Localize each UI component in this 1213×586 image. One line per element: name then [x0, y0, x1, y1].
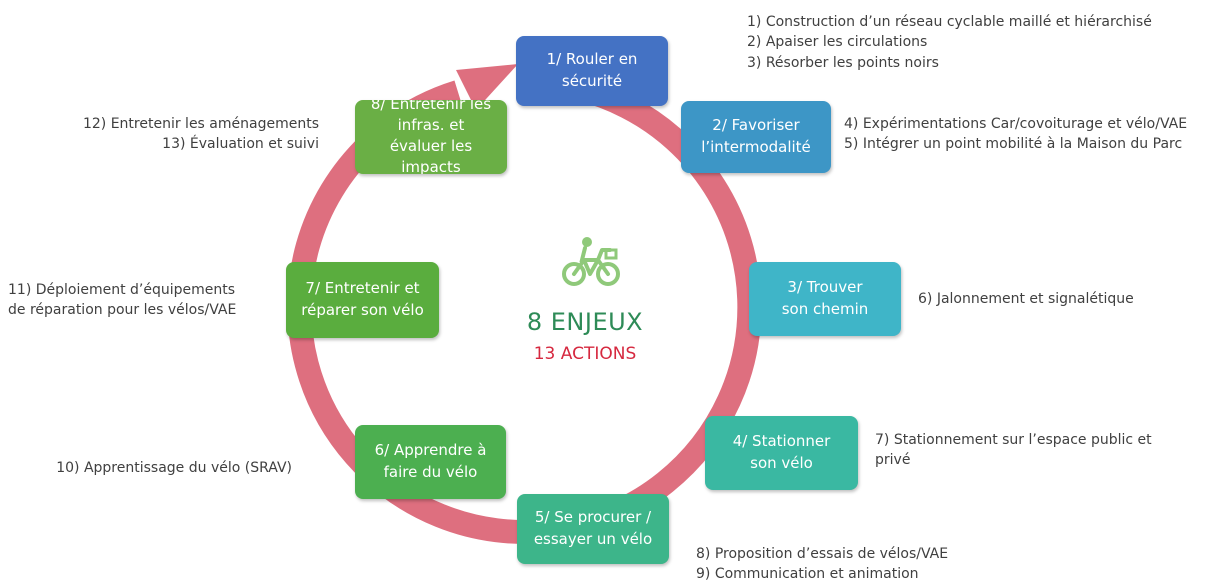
enjeu-label: 3/ Trouver son chemin [781, 278, 869, 318]
actions-group-7: 11) Déploiement d’équipements de réparat… [8, 280, 236, 321]
action-item: 9) Communication et animation [696, 566, 919, 583]
enjeu-label: 6/ Apprendre à faire du vélo [374, 441, 487, 481]
enjeu-label: 5/ Se procurer / essayer un vélo [533, 508, 653, 548]
action-item: 4) Expérimentations Car/covoiturage et v… [844, 116, 1188, 132]
actions-group-5: 8) Proposition d’essais de vélos/VAE 9) … [696, 544, 948, 585]
enjeu-box-7: 7/ Entretenir et réparer son vélo [286, 262, 439, 338]
actions-group-1: 1) Construction d’un réseau cyclable mai… [747, 12, 1152, 73]
enjeu-label: 4/ Stationner son vélo [732, 432, 831, 472]
action-item: 13) Évaluation et suivi [162, 136, 319, 153]
action-item: 2) Apaiser les circulations [747, 34, 928, 51]
action-item: 5) Intégrer un point mobilité à la Maiso… [844, 136, 1183, 153]
action-item: 6) Jalonnement et signalétique [918, 291, 1134, 307]
enjeu-box-2: 2/ Favoriser l’intermodalité [681, 101, 831, 173]
actions-group-8: 12) Entretenir les aménagements 13) Éval… [83, 114, 319, 155]
enjeu-label: 8/ Entretenir les infras. et évaluer les… [370, 100, 492, 174]
enjeu-box-6: 6/ Apprendre à faire du vélo [355, 425, 506, 499]
action-item: de réparation pour les vélos/VAE [8, 302, 237, 319]
enjeu-label: 2/ Favoriser l’intermodalité [701, 116, 811, 156]
enjeu-box-8: 8/ Entretenir les infras. et évaluer les… [355, 100, 507, 174]
action-item: 8) Proposition d’essais de vélos/VAE [696, 546, 949, 562]
enjeu-box-5: 5/ Se procurer / essayer un vélo [517, 494, 669, 564]
action-item: 10) Apprentissage du vélo (SRAV) [56, 460, 292, 476]
bicycle-icon [562, 237, 620, 286]
action-item: 1) Construction d’un réseau cyclable mai… [747, 14, 1152, 30]
action-item: 7) Stationnement sur l’espace public et [875, 432, 1152, 448]
center-subtitle: 13 ACTIONS [533, 344, 637, 364]
center-title: 8 ENJEUX [526, 308, 644, 336]
actions-group-2: 4) Expérimentations Car/covoiturage et v… [844, 114, 1187, 155]
actions-group-3: 6) Jalonnement et signalétique [918, 289, 1134, 309]
enjeu-label: 7/ Entretenir et réparer son vélo [301, 279, 424, 319]
actions-group-6: 10) Apprentissage du vélo (SRAV) [56, 458, 292, 478]
enjeu-box-4: 4/ Stationner son vélo [705, 416, 858, 490]
enjeu-box-3: 3/ Trouver son chemin [749, 262, 901, 336]
enjeu-label: 1/ Rouler en sécurité [546, 50, 638, 90]
action-item: 3) Résorber les points noirs [747, 54, 939, 71]
action-item: 11) Déploiement d’équipements [8, 282, 236, 298]
cycle-ring-arrowhead [456, 64, 518, 110]
action-item: privé [875, 452, 911, 469]
enjeu-box-1: 1/ Rouler en sécurité [516, 36, 668, 106]
action-item: 12) Entretenir les aménagements [82, 116, 319, 132]
actions-group-4: 7) Stationnement sur l’espace public et … [875, 430, 1152, 471]
